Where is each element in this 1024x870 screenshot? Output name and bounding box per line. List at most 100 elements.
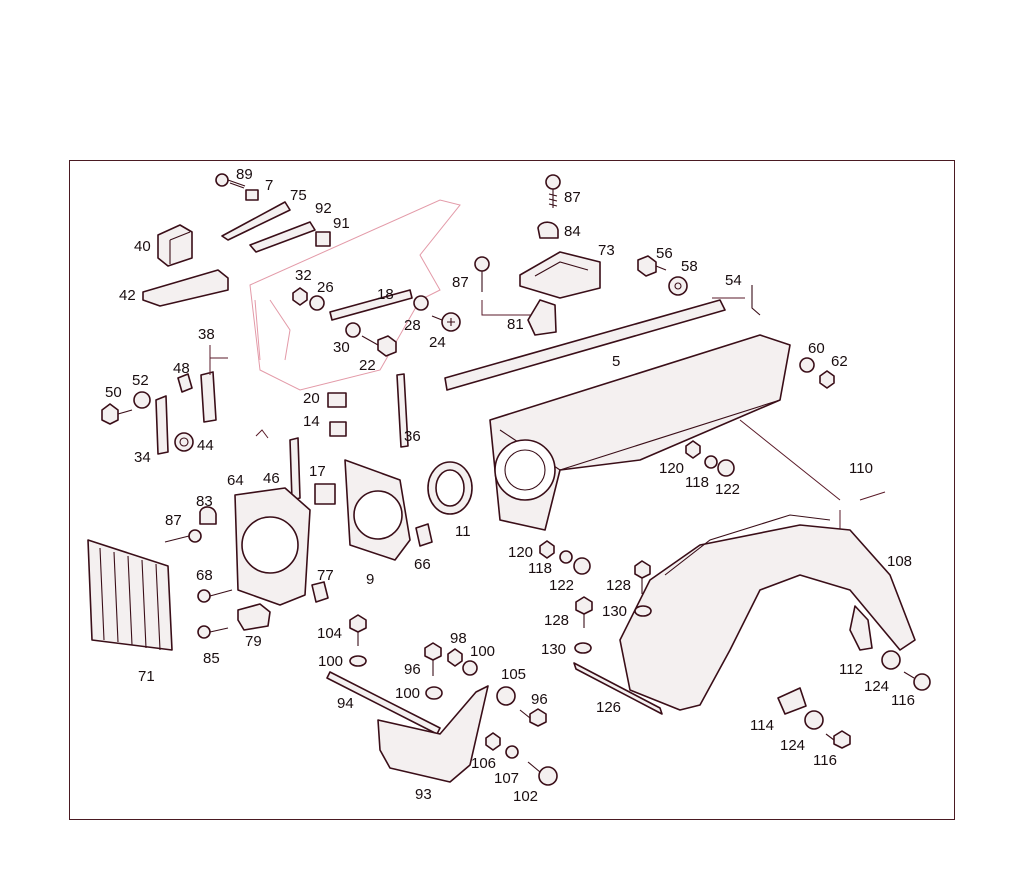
strip-126-icon (573, 662, 663, 715)
screw-87-top-icon (545, 174, 561, 208)
part-labels: 89 7 75 92 91 40 42 87 84 73 87 56 58 54… (105, 166, 915, 805)
part-label: 124 (780, 737, 805, 754)
part-label: 75 (290, 187, 307, 204)
part-label: 128 (544, 612, 569, 629)
bolt-116-lower-icon (825, 730, 851, 749)
part-label: 92 (315, 200, 332, 217)
bolt-50-icon (101, 403, 133, 425)
screw-87-mid-icon (474, 256, 490, 292)
washer-58-icon (668, 276, 688, 296)
inner-fender-icon (489, 334, 791, 531)
washer-28-icon (413, 295, 429, 311)
washer-105-icon (496, 686, 516, 706)
body-outline-ghost (249, 199, 461, 391)
part-label: 34 (134, 449, 151, 466)
part-label: 87 (452, 274, 469, 291)
washer-130-lower-icon (574, 642, 592, 654)
bolt-128-upper-icon (634, 560, 651, 594)
washer-100-left-icon (349, 655, 367, 667)
part-label: 87 (165, 512, 182, 529)
part-label: 112 (839, 661, 863, 678)
part-label: 28 (404, 317, 421, 334)
part-label: 85 (203, 650, 220, 667)
part-label: 58 (681, 258, 698, 275)
part-label: 116 (891, 692, 915, 709)
washer-107-icon (505, 745, 519, 759)
grille-71-icon (87, 539, 173, 651)
part-label: 84 (564, 223, 581, 240)
bracket-114-icon (777, 687, 807, 715)
part-label: 122 (715, 481, 740, 498)
part-label: 120 (659, 460, 684, 477)
part-label: 62 (831, 353, 848, 370)
strip-5-icon (444, 299, 726, 391)
clip-84-icon (537, 221, 559, 239)
pin-54-icon (751, 285, 761, 316)
part-label: 7 (265, 177, 273, 194)
nut-32-icon (292, 287, 308, 306)
washer-124-lower-icon (804, 710, 824, 730)
part-label: 79 (245, 633, 262, 650)
part-label: 128 (606, 577, 631, 594)
part-label: 64 (227, 472, 244, 489)
part-label: 130 (602, 603, 627, 620)
part-label: 60 (808, 340, 825, 357)
part-label: 48 (173, 360, 190, 377)
part-label: 22 (359, 357, 376, 374)
part-label: 122 (549, 577, 574, 594)
screw-85-icon (197, 625, 229, 639)
part-label: 52 (132, 372, 149, 389)
part-label: 96 (404, 661, 421, 678)
part-label: 94 (337, 695, 354, 712)
part-label: 130 (541, 641, 566, 658)
part-label: 93 (415, 786, 432, 803)
part-label: 91 (333, 215, 350, 232)
part-label: 66 (414, 556, 431, 573)
strip-38-icon (200, 371, 217, 423)
part-label: 54 (725, 272, 742, 289)
grommet-44-icon (174, 432, 194, 452)
bracket-34-icon (155, 395, 169, 455)
part-label: 108 (887, 553, 912, 570)
washer-100-mid-icon (425, 686, 443, 700)
part-label: 30 (333, 339, 350, 356)
pad-14-icon (329, 421, 347, 437)
part-label: 56 (656, 245, 673, 262)
diagram-frame (69, 160, 955, 820)
clip-48-icon (177, 373, 193, 393)
washer-60-icon (799, 357, 815, 373)
screw-68-icon (197, 589, 233, 603)
part-label: 120 (508, 544, 533, 561)
part-label: 42 (119, 287, 136, 304)
part-label: 36 (404, 428, 421, 445)
panel-9-icon (344, 459, 411, 561)
part-label: 50 (105, 384, 122, 401)
washer-26-icon (309, 295, 325, 311)
part-label: 24 (429, 334, 446, 351)
clip-66-icon (415, 523, 433, 547)
strap-18-icon (329, 289, 413, 321)
washer-122-lower-icon (573, 557, 591, 575)
part-label: 105 (501, 666, 526, 683)
bolt-96-left-icon (424, 642, 442, 676)
mount-73-icon (519, 251, 601, 299)
part-label: 106 (471, 755, 496, 772)
part-label: 100 (318, 653, 343, 670)
part-label: 77 (317, 567, 334, 584)
part-label: 98 (450, 630, 467, 647)
bolt-116-upper-icon (903, 671, 931, 691)
block-40-icon (157, 224, 193, 267)
part-label: 68 (196, 567, 213, 584)
part-label: 104 (317, 625, 342, 642)
bolt-22-icon (361, 335, 397, 357)
bolt-128-lower-icon (575, 596, 593, 628)
part-label: 44 (197, 437, 214, 454)
washer-130-upper-icon (634, 605, 652, 617)
washer-100-right-icon (462, 660, 478, 676)
part-label: 71 (138, 668, 155, 685)
strip-92-icon (249, 221, 316, 253)
part-label: 87 (564, 189, 581, 206)
clip-17-icon (314, 483, 336, 505)
bolt-56-icon (637, 255, 667, 277)
part-label: 116 (813, 752, 837, 769)
